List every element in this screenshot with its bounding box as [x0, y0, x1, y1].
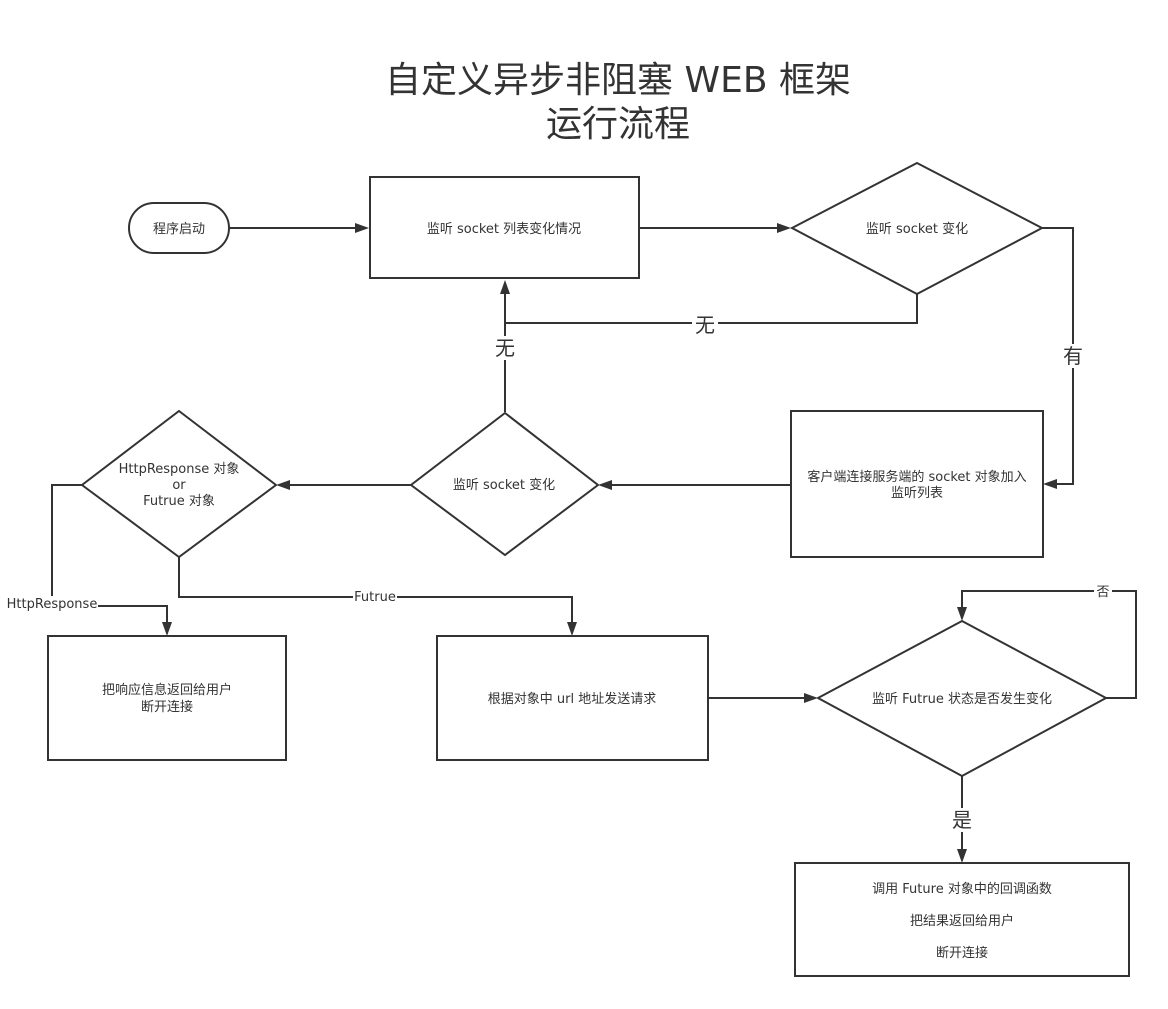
arrowhead — [598, 480, 612, 490]
edge-label-bg — [353, 589, 397, 606]
start-terminator — [128, 202, 230, 254]
edge-label-has: 有 — [1063, 344, 1083, 368]
edge-label-bg — [692, 312, 718, 336]
return-close-label-line1: 把响应信息返回给用户 — [102, 682, 232, 698]
arrowhead — [355, 223, 369, 233]
type-check-label-line2: or — [172, 478, 186, 493]
listen-list-label: 监听 socket 列表变化情况 — [427, 221, 581, 237]
arrowhead — [957, 849, 967, 863]
edge-label-none-top: 无 — [695, 313, 715, 337]
edge-label-futrue: Futrue — [354, 590, 396, 605]
edge-label-bg — [492, 336, 518, 360]
arrowhead — [162, 622, 172, 636]
return-close-label-line2: 断开连接 — [141, 699, 193, 715]
check-socket-decision-1 — [789, 161, 1045, 296]
check-socket-2-label: 监听 socket 变化 — [453, 477, 555, 493]
future-check-label: 监听 Futrue 状态是否发生变化 — [872, 691, 1052, 707]
edge-label-bg — [1060, 344, 1086, 368]
type-check-label-line3: Futrue 对象 — [143, 494, 215, 509]
arrowhead — [777, 223, 791, 233]
callback-label-line3: 断开连接 — [936, 945, 988, 961]
edge-label-no: 否 — [1096, 585, 1109, 600]
arrowhead — [567, 622, 577, 636]
callback-process — [794, 862, 1130, 977]
arrowhead — [276, 480, 290, 490]
edge-label-httpresponse: HttpResponse — [7, 597, 98, 612]
edge-label-yes: 是 — [952, 808, 972, 832]
arrowhead — [957, 607, 967, 621]
check-socket-decision-2 — [409, 411, 600, 557]
callback-label-line1: 调用 Future 对象中的回调函数 — [872, 881, 1052, 897]
add-listen-label-line1: 客户端连接服务端的 socket 对象加入 — [807, 469, 1026, 485]
start-label: 程序启动 — [153, 222, 205, 237]
diagram-title-line1: 自定义异步非阻塞 WEB 框架 — [385, 60, 851, 101]
arrowhead — [500, 280, 510, 294]
edge-label-bg — [949, 808, 975, 832]
send-request-label: 根据对象中 url 地址发送请求 — [488, 691, 656, 707]
arrowhead — [1043, 479, 1057, 489]
return-close-process — [47, 635, 287, 761]
type-check-label-line1: HttpResponse 对象 — [119, 462, 240, 477]
edge-future-no-loop — [961, 590, 1137, 699]
edge-label-none-left: 无 — [495, 336, 515, 360]
edge-label-bg — [1094, 583, 1112, 600]
arrowhead — [804, 693, 818, 703]
send-request-process — [436, 635, 709, 761]
check-socket-1-label: 监听 socket 变化 — [866, 221, 968, 237]
callback-label-line2: 把结果返回给用户 — [910, 913, 1014, 929]
listen-list-process — [369, 176, 640, 279]
future-check-decision — [815, 619, 1109, 778]
type-check-decision — [80, 409, 278, 559]
edge-label-bg — [6, 596, 98, 614]
diagram-title-line2: 运行流程 — [546, 104, 690, 145]
add-listen-process — [790, 410, 1044, 558]
add-listen-label-line2: 监听列表 — [891, 486, 943, 501]
